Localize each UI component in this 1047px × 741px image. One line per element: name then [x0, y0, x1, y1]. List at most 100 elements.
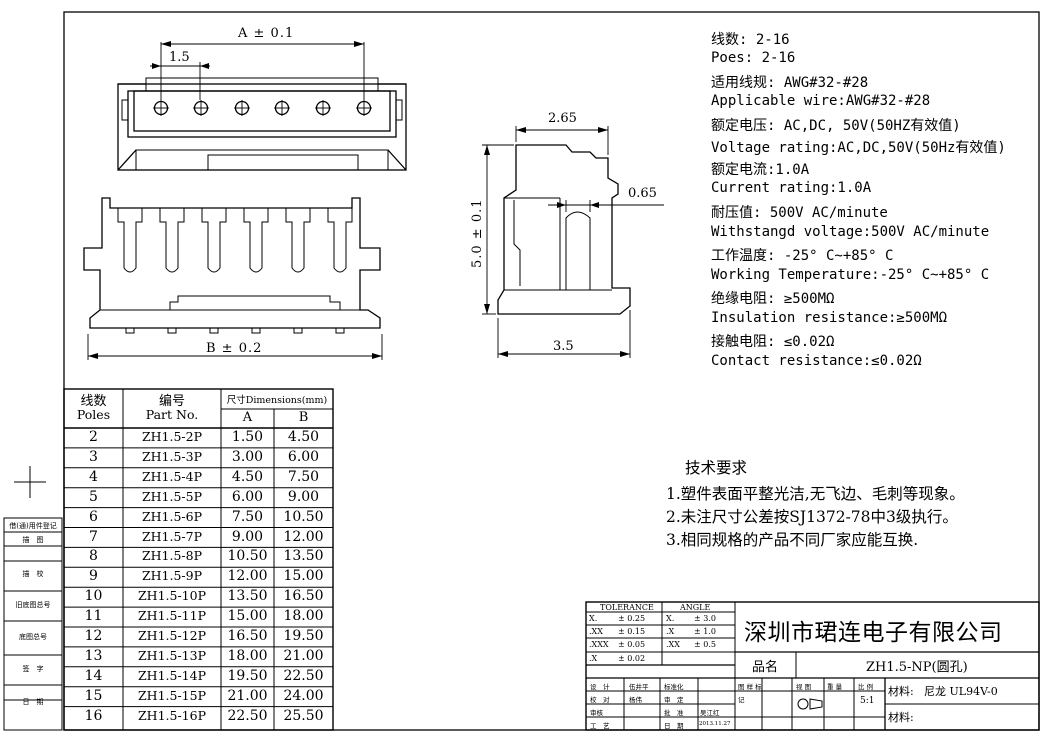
designer-name: 伍井平 — [629, 683, 649, 691]
pin-hole — [356, 100, 372, 116]
tolerance-cell: ± 3.0 — [694, 614, 716, 623]
label-review: 审 定 — [664, 696, 684, 704]
table-cell-a: 21.00 — [227, 687, 268, 704]
header-a: A — [242, 410, 253, 425]
pin-hole — [234, 100, 250, 116]
dim-width-top: 2.65 — [548, 111, 577, 126]
label-craft: 工 艺 — [590, 722, 610, 730]
spec-line: 耐压值: 500V AC/minute — [711, 205, 888, 221]
table-cell-poles: 13 — [84, 647, 103, 664]
pin-hole — [315, 100, 331, 116]
table-cell-part: ZH1.5-11P — [137, 608, 206, 624]
contact-slot — [327, 208, 353, 273]
label-mark: 记 — [738, 696, 745, 704]
table-cell-poles: 4 — [89, 468, 98, 485]
table-cell-b: 9.00 — [287, 488, 320, 505]
table-cell-part: ZH1.5-16P — [137, 707, 206, 723]
spec-line: Withstangd voltage:500V AC/minute — [711, 224, 990, 240]
header-b: B — [298, 410, 309, 425]
header-part-cn: 编号 — [158, 394, 185, 409]
pin-foot — [335, 327, 345, 334]
label-standardize: 标准化 — [664, 683, 684, 691]
table-cell-part: ZH1.5-12P — [137, 628, 206, 643]
pin-foot — [167, 327, 177, 334]
table-cell-part: ZH1.5-5P — [141, 488, 203, 504]
table-cell-poles: 9 — [89, 568, 98, 585]
table-cell-a: 10.50 — [227, 548, 268, 565]
spec-line: Applicable wire:AWG#32-#28 — [711, 93, 931, 109]
table-cell-a: 4.50 — [231, 468, 264, 485]
label-approve: 批 准 — [664, 709, 684, 717]
tolerance-header: TOLERANCE — [600, 603, 654, 612]
table-cell-poles: 14 — [84, 667, 103, 684]
label-audit: 审核 — [590, 709, 603, 717]
dim-height: 5.0 ± 0.1 — [470, 198, 485, 268]
table-cell-poles: 16 — [84, 707, 103, 724]
tolerance-cell: .XXX — [589, 640, 609, 649]
header-poles-en: Poles — [76, 407, 111, 422]
side-strip — [3, 517, 63, 731]
label-date: 日 期 — [664, 722, 684, 730]
table-cell-b: 6.00 — [287, 448, 320, 465]
spec-line: 适用线规: AWG#32-#28 — [711, 75, 869, 91]
label-stage: 图 样 标 — [738, 683, 762, 691]
table-cell-a: 3.00 — [231, 448, 264, 465]
side-label: 底图总号 — [19, 633, 47, 641]
label-design: 设 计 — [590, 683, 610, 691]
spec-line: Voltage rating:AC,DC,50V(50Hz有效值) — [711, 140, 1006, 156]
header-part-en: Part No. — [145, 407, 199, 422]
label-check: 校 对 — [590, 696, 610, 704]
table-cell-a: 22.50 — [227, 707, 268, 724]
table-cell-b: 21.00 — [283, 647, 324, 664]
table-cell-b: 18.00 — [283, 608, 324, 625]
label-material: 材料: — [888, 685, 914, 698]
spec-line: 工作温度: -25° C~+85° C — [711, 248, 894, 264]
tolerance-cell: ± 0.15 — [618, 627, 646, 636]
contact-slot — [201, 208, 227, 273]
contact-slot — [159, 208, 185, 273]
company-name: 深圳市珺连电子有限公司 — [744, 620, 1003, 646]
table-cell-poles: 7 — [89, 528, 98, 545]
header-poles-cn: 线数 — [80, 394, 107, 409]
scale-value: 5:1 — [860, 696, 875, 706]
table-cell-poles: 2 — [89, 429, 98, 445]
tolerance-cell: .X — [666, 627, 675, 636]
table-cell-part: ZH1.5-7P — [141, 528, 203, 544]
table-cell-a: 6.00 — [231, 488, 264, 505]
tolerance-cell: ± 0.25 — [618, 614, 646, 623]
spec-line: 额定电流:1.0A — [711, 162, 810, 178]
label-material-2: 材料: — [888, 711, 914, 724]
table-cell-part: ZH1.5-3P — [141, 448, 203, 464]
side-label: 描 校 — [22, 570, 44, 578]
tolerance-cell: .XX — [589, 627, 603, 636]
spec-line: Current rating:1.0A — [711, 180, 872, 196]
pin-foot — [251, 327, 261, 334]
table-cell-poles: 15 — [84, 687, 103, 704]
parts-table-grid — [63, 388, 334, 731]
table-cell-poles: 10 — [84, 588, 103, 605]
table-cell-a: 19.50 — [227, 667, 268, 684]
tolerance-cell: ± 1.0 — [694, 627, 716, 636]
dim-width-bottom: 3.5 — [553, 339, 574, 354]
side-label: 签 字 — [22, 665, 44, 673]
title-block-grid — [585, 601, 1040, 731]
table-cell-a: 16.50 — [227, 628, 268, 644]
spec-line: 接触电阻: ≤0.02Ω — [711, 334, 835, 350]
spec-line: 线数: 2-16 — [711, 32, 790, 48]
pin-hole — [153, 100, 169, 116]
dim-a-label: A ± 0.1 — [238, 26, 295, 41]
front-slots — [117, 208, 353, 334]
side-label: 日 期 — [22, 698, 44, 706]
spec-line: Poes: 2-16 — [711, 50, 796, 66]
pin-holes — [153, 100, 372, 116]
table-cell-part: ZH1.5-2P — [141, 429, 203, 444]
table-cell-poles: 3 — [89, 448, 98, 465]
projection-symbol — [797, 698, 809, 710]
table-cell-part: ZH1.5-13P — [137, 647, 206, 663]
table-cell-b: 19.50 — [283, 628, 324, 644]
drawing-frame — [63, 11, 1040, 731]
label-view: 视 图 — [796, 683, 812, 691]
table-cell-part: ZH1.5-4P — [141, 468, 203, 484]
table-cell-part: ZH1.5-9P — [141, 568, 203, 584]
